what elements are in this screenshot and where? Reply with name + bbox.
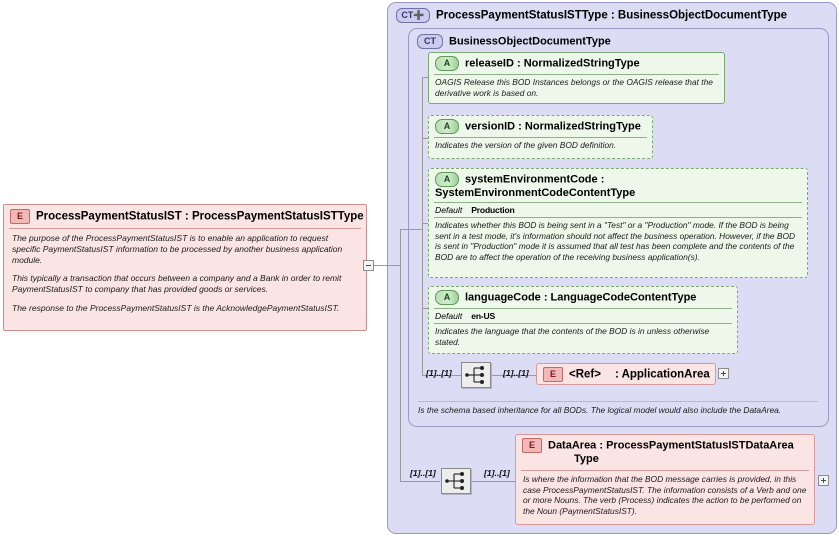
connector-trunk-to-inner — [400, 229, 422, 230]
applicationarea-expand-toggle-icon[interactable] — [718, 368, 729, 379]
attribute-title-systemenvironmentcode: systemEnvironmentCode : SystemEnvironmen… — [435, 173, 636, 199]
element-documentation-dataarea: Is where the information that the BOD me… — [523, 473, 807, 516]
complextype-badge-icon: CT — [417, 34, 443, 49]
attribute-divider — [434, 74, 719, 75]
connector-inner-vertical — [422, 77, 423, 375]
inner-complextype-title-text: BusinessObjectDocumentType — [449, 35, 611, 48]
attribute-divider-2 — [434, 323, 732, 324]
sequence-glyph — [445, 472, 464, 490]
element-box-dataarea[interactable]: E DataArea : ProcessPaymentStatusISTDataA… — [515, 434, 815, 525]
dataarea-expand-toggle-icon[interactable] — [818, 475, 829, 486]
root-element-divider — [9, 228, 361, 229]
connector-trunk-to-seq-bottom — [400, 481, 440, 482]
attribute-documentation-versionid: Indicates the version of the given BOD d… — [435, 140, 617, 150]
root-doc-paragraph-1: The purpose of the ProcessPaymentStatusI… — [12, 233, 343, 265]
element-badge-icon: E — [10, 209, 30, 224]
connector-root-horizontal — [374, 265, 400, 266]
default-label: Default — [435, 205, 463, 215]
connector-trunk-vertical — [400, 229, 401, 481]
attribute-default-systemenvironmentcode: Default Production — [429, 203, 807, 217]
connector-attr-5 — [422, 375, 462, 376]
attribute-title-versionid: versionID : NormalizedStringType — [465, 120, 641, 133]
attribute-badge-icon: A — [435, 56, 459, 71]
attribute-documentation-systemenvironmentcode: Indicates whether this BOD is being sent… — [435, 220, 796, 262]
cardinality-applicationarea-left: [1]..[1] — [426, 368, 452, 378]
root-element-header: E ProcessPaymentStatusIST : ProcessPaymen… — [4, 205, 366, 228]
complextype-expand-badge-icon[interactable]: CT➕ — [396, 8, 430, 23]
element-header-dataarea: E DataArea : ProcessPaymentStatusISTDataA… — [516, 435, 814, 470]
element-title-dataarea-line2: Type — [574, 453, 599, 466]
connector-seq-to-dataarea — [472, 481, 515, 482]
root-element-collapse-toggle-icon[interactable] — [363, 260, 374, 271]
attribute-badge-icon: A — [435, 119, 459, 134]
root-element-title: ProcessPaymentStatusIST : ProcessPayment… — [36, 210, 364, 223]
root-doc-paragraph-2: This typically a transaction that occurs… — [12, 273, 342, 295]
outer-complextype-title-text: ProcessPaymentStatusISTType : BusinessOb… — [436, 9, 788, 22]
element-title-dataarea-line1: DataArea : ProcessPaymentStatusISTDataAr… — [548, 439, 794, 452]
root-doc-paragraph-3: The response to the ProcessPaymentStatus… — [12, 302, 340, 313]
root-element-box[interactable]: E ProcessPaymentStatusIST : ProcessPaymen… — [3, 204, 367, 331]
sequence-compositor-icon-applicationarea[interactable] — [461, 362, 491, 388]
root-element-documentation: The purpose of the ProcessPaymentStatusI… — [4, 229, 366, 318]
inner-complextype-title: CT BusinessObjectDocumentType — [417, 34, 611, 49]
attribute-title-languagecode: languageCode : LanguageCodeContentType — [465, 291, 697, 304]
element-badge-icon: E — [522, 438, 542, 453]
attribute-divider — [434, 202, 802, 203]
attribute-divider — [434, 137, 647, 138]
default-value: en-US — [471, 311, 496, 321]
attribute-title-releaseid: releaseID : NormalizedStringType — [465, 57, 640, 70]
attribute-documentation-releaseid: OAGIS Release this BOD Instances belongs… — [435, 77, 713, 98]
attribute-divider-2 — [434, 217, 802, 218]
element-divider — [521, 469, 809, 471]
element-title-applicationarea: : ApplicationArea — [614, 368, 710, 381]
attribute-documentation-languagecode: Indicates the language that the contents… — [435, 326, 710, 347]
element-box-applicationarea[interactable]: E <Ref> : ApplicationArea — [536, 363, 716, 385]
attribute-divider — [434, 308, 732, 309]
element-ref-label: <Ref> — [569, 368, 601, 381]
outer-complextype-title: CT➕ ProcessPaymentStatusISTType : Busines… — [396, 8, 787, 23]
element-badge-icon: E — [543, 367, 563, 382]
cardinality-dataarea-left: [1]..[1] — [410, 468, 436, 478]
inner-complextype-note: Is the schema based inheritance for all … — [418, 401, 818, 416]
default-value: Production — [471, 205, 515, 215]
default-label: Default — [435, 311, 463, 321]
sequence-glyph — [465, 366, 484, 384]
cardinality-dataarea-right: [1]..[1] — [484, 468, 510, 478]
attribute-badge-icon: A — [435, 172, 459, 187]
cardinality-applicationarea-right: [1]..[1] — [503, 368, 529, 378]
sequence-compositor-icon-dataarea[interactable] — [441, 468, 471, 494]
attribute-badge-icon: A — [435, 290, 459, 305]
element-header-applicationarea: E <Ref> : ApplicationArea — [537, 364, 715, 385]
attribute-default-languagecode: Default en-US — [429, 309, 737, 323]
connector-seq-to-ref — [492, 375, 536, 376]
